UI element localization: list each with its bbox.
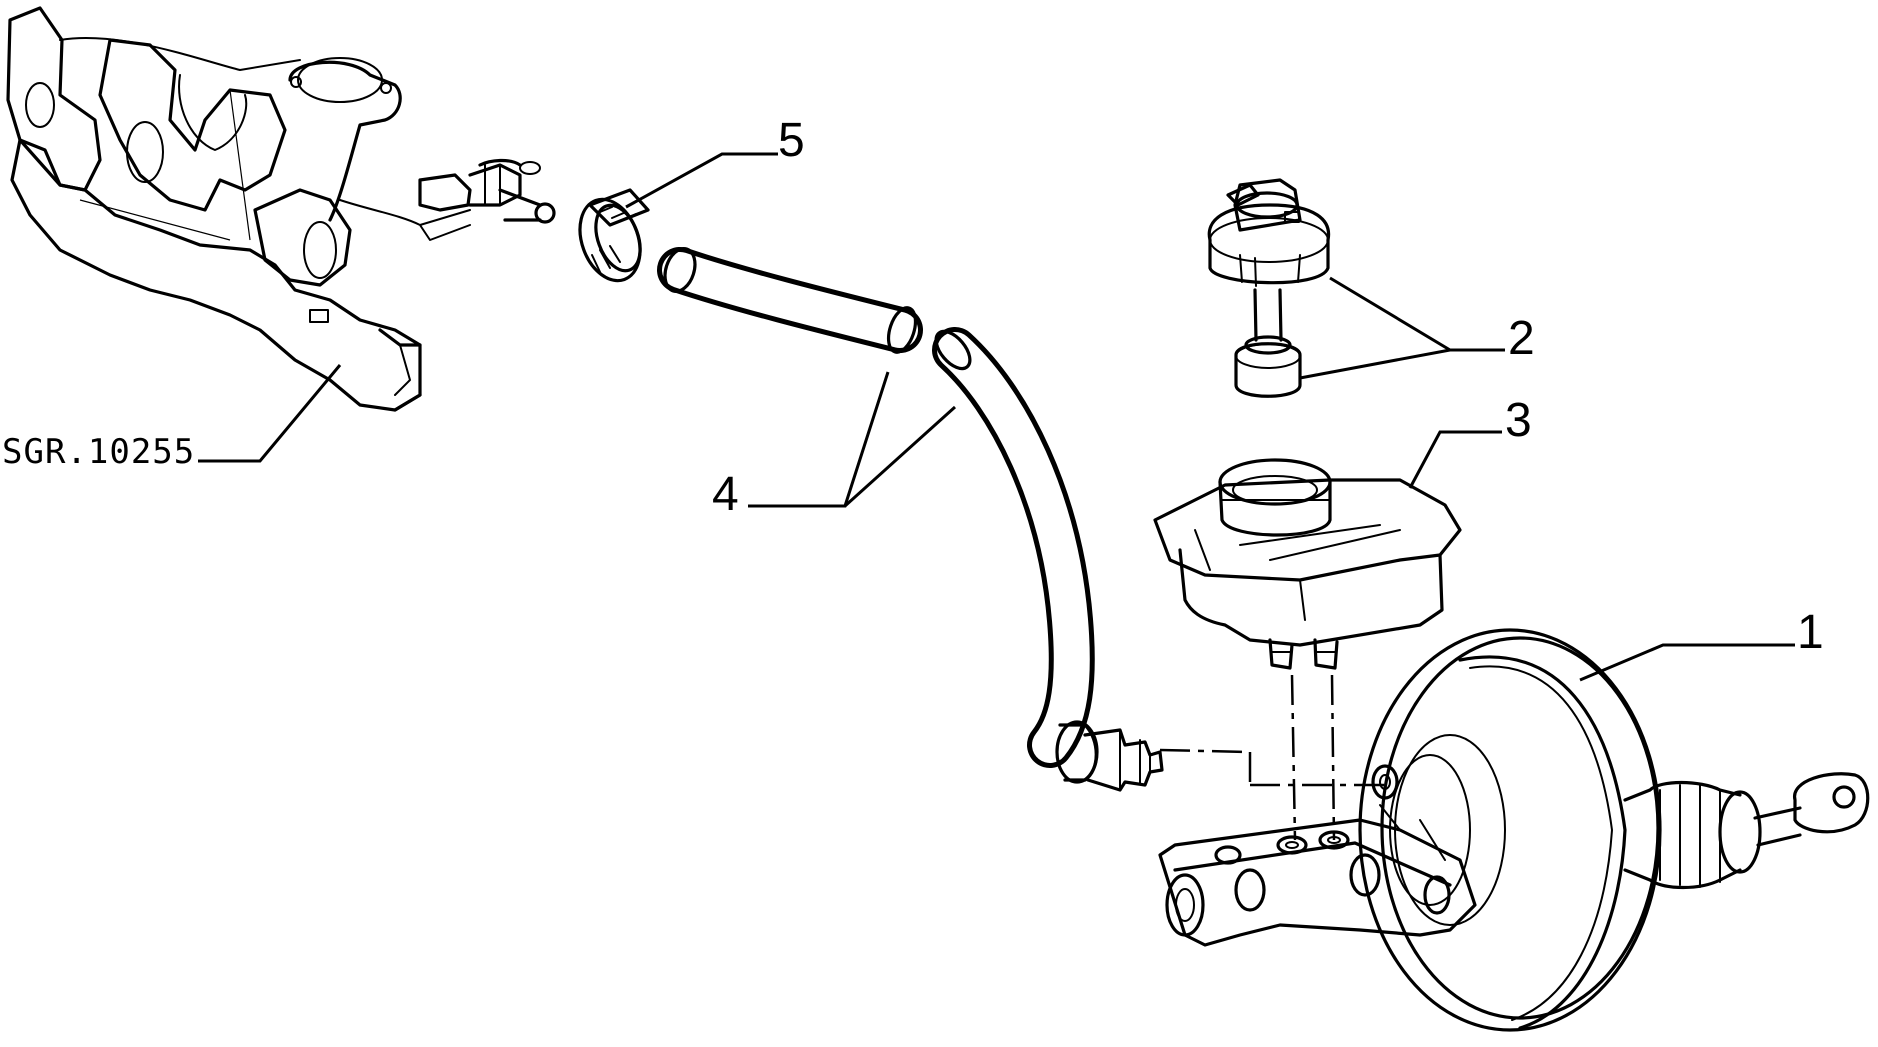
callout-3-leader (1408, 430, 1502, 489)
reference-leader-sgr: SGR.10255 (2, 364, 342, 472)
callout-2-leader-b (1299, 348, 1451, 380)
callout-2: 2 (1508, 312, 1535, 365)
brake-booster-part-1 (1158, 628, 1870, 1032)
callout-1: 1 (1797, 606, 1824, 659)
callout-3: 3 (1505, 394, 1532, 447)
callout-4: 4 (712, 468, 739, 521)
reservoir-cap-part-2 (1207, 178, 1331, 398)
assembly-centerlines (1159, 674, 1385, 841)
intake-manifold (6, 6, 556, 412)
callout-5-leader (625, 152, 778, 209)
vacuum-hose-lower-part-4 (932, 327, 1095, 768)
brake-fluid-reservoir-part-3 (1153, 458, 1462, 670)
reference-code-label: SGR.10255 (2, 432, 195, 472)
callout-1-leader (1579, 643, 1795, 682)
callout-5: 5 (778, 114, 805, 167)
hose-clamp-part-5 (578, 188, 650, 283)
vacuum-hose-upper-part-4 (657, 247, 923, 354)
elbow-fitting (1055, 720, 1164, 792)
callout-2-leader-a (1329, 276, 1505, 352)
callout-4-leader-b (843, 405, 957, 508)
